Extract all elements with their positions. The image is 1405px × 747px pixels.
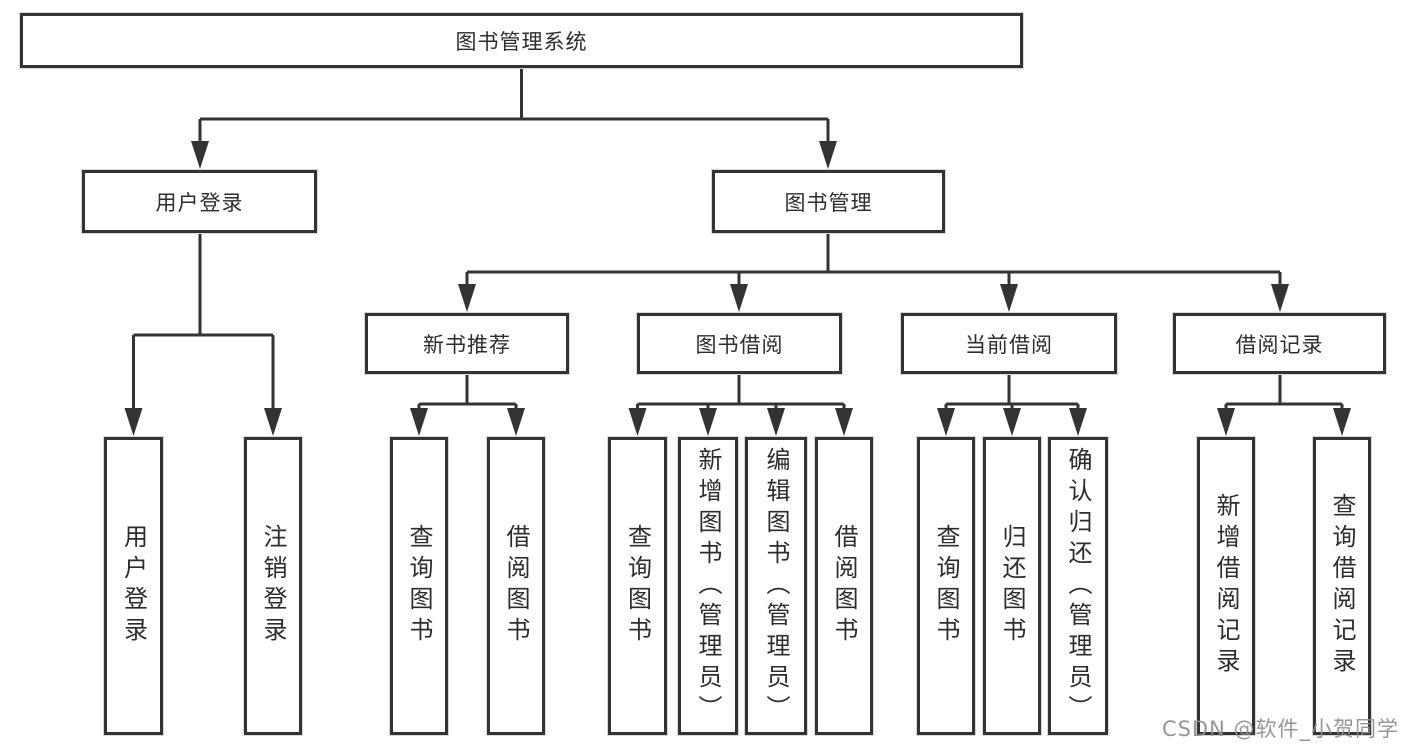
node-label: 用户登录 [119,524,148,648]
leaf-return-books: 归还图书 [983,437,1041,735]
node-label: 查询图书 [405,524,433,648]
node-label: 借阅记录 [1235,332,1324,357]
leaf-logout: 注销登录 [244,437,302,735]
node-label: 注销登录 [259,524,287,648]
leaf-query-borrow-record: 查询借阅记录 [1313,437,1371,735]
leaf-query-books-1: 查询图书 [390,437,448,735]
node-label: 用户登录 [155,190,244,215]
leaf-borrow-books-2: 借阅图书 [815,437,873,735]
node-label: 确认归还（管理员） [1064,446,1092,726]
leaf-add-borrow-record: 新增借阅记录 [1197,437,1255,735]
leaf-user-login: 用户登录 [104,437,163,735]
node-label: 图书借阅 [695,332,784,357]
node-label: 新增图书（管理员） [694,446,722,726]
watermark: CSDN @软件_小贺同学 [1161,717,1399,741]
node-label: 查询图书 [623,524,652,648]
leaf-confirm-return-admin: 确认归还（管理员） [1048,437,1108,735]
node-label: 新增借阅记录 [1212,493,1240,679]
node-current-borrowing: 当前借阅 [901,313,1117,374]
node-label: 借阅图书 [502,524,530,648]
node-label: 当前借阅 [965,332,1053,357]
node-label: 查询借阅记录 [1328,493,1356,679]
node-label: 新书推荐 [423,332,511,357]
node-new-book-recommend: 新书推荐 [365,313,569,374]
node-user-login: 用户登录 [82,170,317,233]
node-book-borrowing: 图书借阅 [637,313,842,374]
node-label: 编辑图书（管理员） [762,446,790,726]
node-label: 查询图书 [932,524,960,648]
node-book-management: 图书管理 [712,170,945,233]
node-library-system: 图书管理系统 [20,13,1023,68]
leaf-query-books-3: 查询图书 [917,437,975,735]
leaf-borrow-books-1: 借阅图书 [487,437,545,735]
node-label: 归还图书 [998,524,1026,648]
node-borrowing-records: 借阅记录 [1173,313,1386,374]
node-label: 借阅图书 [830,524,858,648]
leaf-query-books-2: 查询图书 [608,437,667,735]
node-label: 图书管理 [784,190,873,215]
leaf-edit-books-admin: 编辑图书（管理员） [745,437,807,735]
leaf-add-books-admin: 新增图书（管理员） [678,437,738,735]
node-label: 图书管理系统 [455,29,588,54]
